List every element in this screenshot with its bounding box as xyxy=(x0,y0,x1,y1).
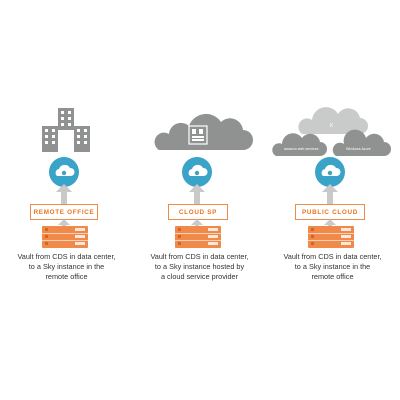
caption-line: a cloud service provider xyxy=(160,272,239,281)
sky-instance-icon xyxy=(48,156,80,188)
caption-line: to a Sky instance in the xyxy=(294,262,371,271)
caption-remote-office: Vault from CDS in data center, to a Sky … xyxy=(4,252,129,282)
label-cloud-sp: CLOUD SP xyxy=(168,204,228,220)
arrow-up-small-icon xyxy=(189,218,205,231)
caption-public-cloud: Vault from CDS in data center, to a Sky … xyxy=(270,252,395,282)
sky-instance-icon xyxy=(314,156,346,188)
cloud-server-icon xyxy=(133,104,266,160)
cds-appliance-icon xyxy=(175,226,221,248)
column-public-cloud: K amazon web services Windows Azure PUBL… xyxy=(266,0,400,400)
sky-instance-icon xyxy=(181,156,213,188)
office-buildings-icon xyxy=(0,104,133,160)
caption-line: to a Sky instance hosted by xyxy=(154,262,245,271)
caption-cloud-sp: Vault from CDS in data center, to a Sky … xyxy=(137,252,262,282)
arrow-up-icon xyxy=(55,184,73,204)
column-remote-office: REMOTE OFFICE Vault from CDS in data cen… xyxy=(0,0,133,400)
cds-appliance-icon xyxy=(42,226,88,248)
arrow-up-small-icon xyxy=(56,218,72,231)
cds-appliance-icon xyxy=(308,226,354,248)
arrow-up-icon xyxy=(188,184,206,204)
caption-line: Vault from CDS in data center, xyxy=(17,252,116,261)
public-clouds-icon: K amazon web services Windows Azure xyxy=(266,104,399,160)
caption-line: to a Sky instance in the xyxy=(28,262,105,271)
caption-line: Vault from CDS in data center, xyxy=(150,252,249,261)
arrow-up-small-icon xyxy=(322,218,338,231)
caption-line: remote office xyxy=(311,272,354,281)
svg-text:K: K xyxy=(330,123,334,129)
caption-line: remote office xyxy=(45,272,88,281)
caption-line: Vault from CDS in data center, xyxy=(283,252,382,261)
arrow-up-icon xyxy=(321,184,339,204)
azure-cloud-label: Windows Azure xyxy=(346,147,371,151)
column-cloud-sp: CLOUD SP Vault from CDS in data center, … xyxy=(133,0,266,400)
amazon-cloud-label: amazon web services xyxy=(284,147,319,151)
